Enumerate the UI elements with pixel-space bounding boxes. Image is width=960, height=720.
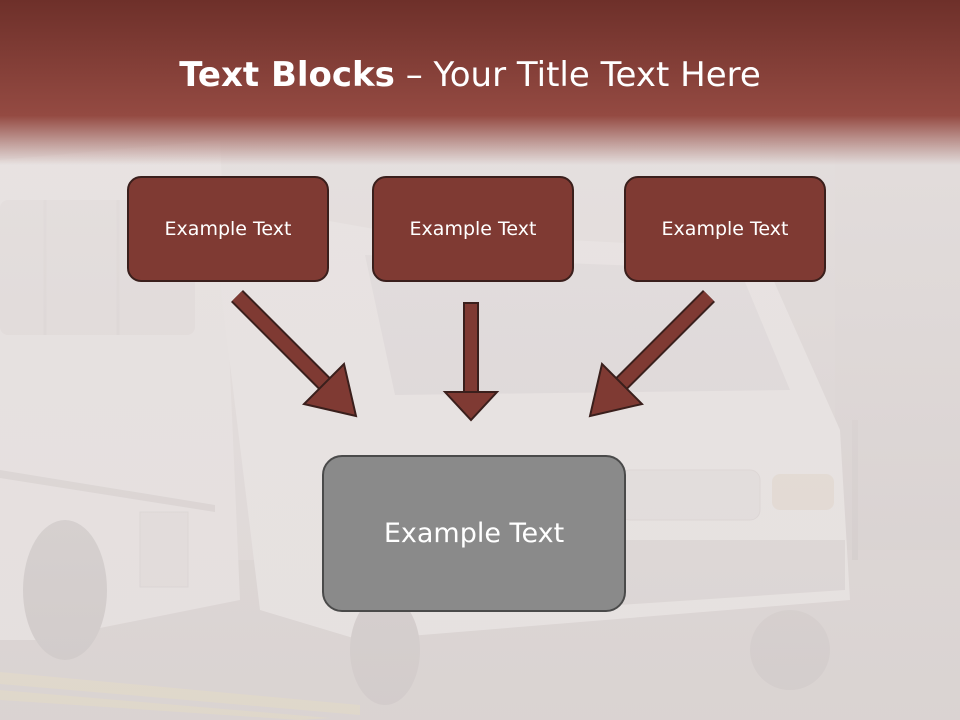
- text-block-2-label: Example Text: [409, 218, 537, 240]
- text-block-1[interactable]: Example Text: [127, 176, 329, 282]
- arrow-middle: [442, 302, 500, 422]
- target-block-label: Example Text: [383, 518, 565, 549]
- text-block-1-label: Example Text: [164, 218, 292, 240]
- slide-title: Text Blocks – Your Title Text Here: [0, 52, 940, 98]
- arrow-right: [588, 289, 716, 418]
- text-block-2[interactable]: Example Text: [372, 176, 574, 282]
- arrow-left: [230, 289, 358, 418]
- target-block[interactable]: Example Text: [322, 455, 626, 612]
- title-rest: – Your Title Text Here: [394, 55, 761, 95]
- title-bold: Text Blocks: [179, 55, 395, 95]
- text-block-3-label: Example Text: [661, 218, 789, 240]
- text-block-3[interactable]: Example Text: [624, 176, 826, 282]
